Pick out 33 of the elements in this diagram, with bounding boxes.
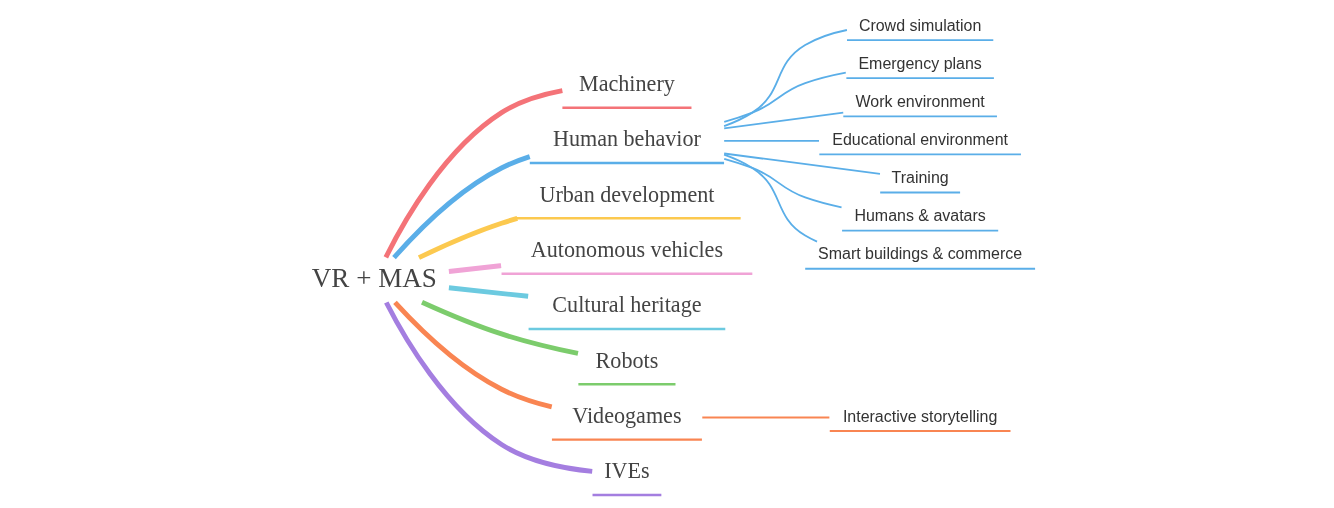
node-text: IVEs: [603, 458, 650, 484]
connector: [722, 152, 881, 175]
node-text: Urban development: [538, 181, 714, 207]
connector: [722, 29, 848, 128]
node-text: Training: [891, 169, 949, 187]
connector: [420, 299, 578, 356]
node-text: Work environment: [855, 92, 985, 110]
node-text: Robots: [595, 347, 658, 373]
connector: [722, 140, 820, 142]
connector: [448, 285, 528, 299]
node-text: Machinery: [578, 70, 675, 96]
connector: [383, 88, 563, 259]
connector: [722, 71, 847, 123]
node-text: Autonomous vehicles: [530, 236, 723, 262]
connector: [448, 263, 501, 274]
node-text: Human behavior: [552, 126, 701, 152]
node-text: Emergency plans: [857, 54, 982, 72]
connector: [700, 416, 830, 419]
node-text: Interactive storytelling: [842, 407, 997, 425]
node-text: Smart buildings & commerce: [817, 245, 1022, 263]
node-text: Crowd simulation: [858, 16, 981, 34]
connector: [383, 301, 592, 474]
connector: [392, 300, 552, 410]
connector: [417, 216, 518, 260]
connector: [722, 111, 844, 130]
connector: [722, 153, 818, 243]
connector: [391, 154, 530, 260]
node-text: Cultural heritage: [551, 292, 702, 318]
node-text: Videogames: [571, 402, 682, 428]
node-text: Educational environment: [831, 131, 1008, 149]
connector: [722, 157, 842, 209]
node-text: VR + MAS: [311, 262, 437, 293]
node-text: Humans & avatars: [853, 207, 986, 225]
